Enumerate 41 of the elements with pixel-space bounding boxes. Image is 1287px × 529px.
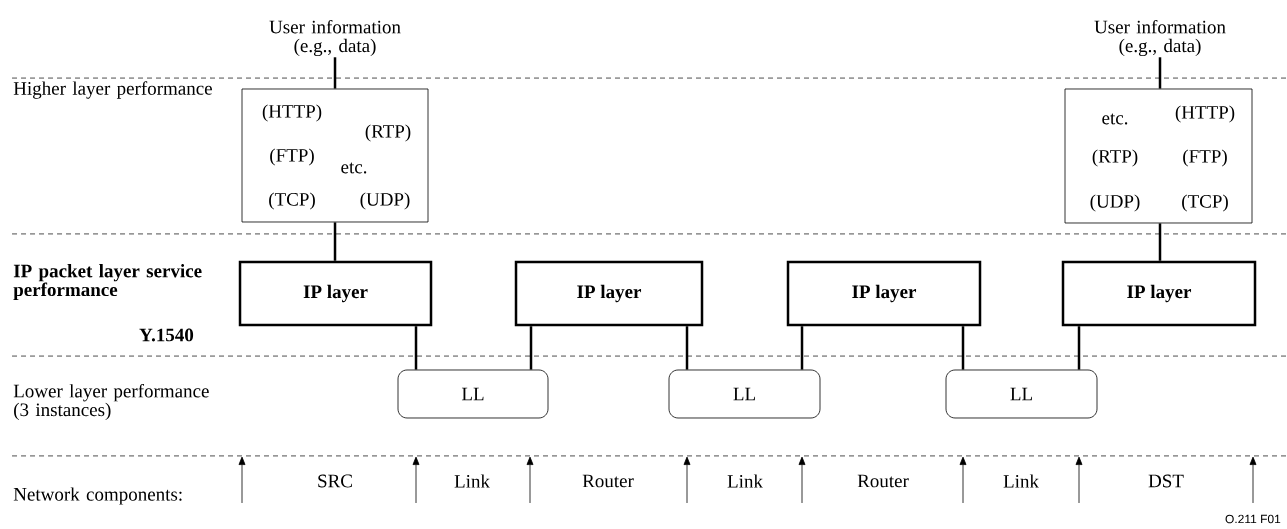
connector-line <box>961 326 965 370</box>
protocol-label: (FTP) <box>270 148 314 166</box>
connector-line <box>529 326 533 370</box>
figure-code: O.211 F01 <box>1225 514 1281 524</box>
standard-label: Y.1540 <box>139 328 194 342</box>
component-label: Router <box>857 474 909 488</box>
protocol-label: (UDP) <box>360 192 410 210</box>
connector-line <box>1158 57 1162 89</box>
link-box: LL <box>397 369 549 419</box>
protocol-label: (TCP) <box>1182 194 1228 212</box>
row-label: Lower layer performance (3 instances) <box>13 383 209 421</box>
text-label: User information (e.g., data) <box>1094 19 1226 57</box>
link-box: LL <box>945 369 1098 419</box>
connector-line <box>1077 326 1081 370</box>
protocol-label: (FTP) <box>1183 149 1227 167</box>
link-box: LL <box>668 369 821 419</box>
layer-box: IP layer <box>514 260 704 327</box>
connector-line <box>1158 223 1162 261</box>
protocol-label: (RTP) <box>365 124 411 142</box>
component-label: SRC <box>318 474 352 488</box>
layer-box: IP layer <box>1061 260 1257 327</box>
protocol-label: (TCP) <box>269 192 315 210</box>
row-label: IP packet layer service performance <box>13 264 202 300</box>
layer-box: IP layer <box>786 260 982 327</box>
row-label: Higher layer performance <box>13 81 212 99</box>
component-label: Router <box>582 474 634 488</box>
protocol-label: (HTTP) <box>1175 105 1235 123</box>
connector-line <box>685 326 689 370</box>
connector-line <box>800 326 804 370</box>
row-label: Network components: <box>13 487 182 505</box>
protocol-label: (UDP) <box>1090 194 1140 212</box>
protocol-label: (RTP) <box>1092 149 1138 167</box>
connector-line <box>333 57 337 89</box>
text-label: User information (e.g., data) <box>269 19 401 57</box>
connector-line <box>333 222 337 261</box>
protocol-label: etc. <box>1102 113 1128 125</box>
protocol-label: (HTTP) <box>262 104 322 122</box>
connector-line <box>414 326 418 370</box>
protocol-label: etc. <box>341 162 367 174</box>
component-label: DST <box>1148 474 1184 488</box>
layer-box: IP layer <box>238 260 433 327</box>
